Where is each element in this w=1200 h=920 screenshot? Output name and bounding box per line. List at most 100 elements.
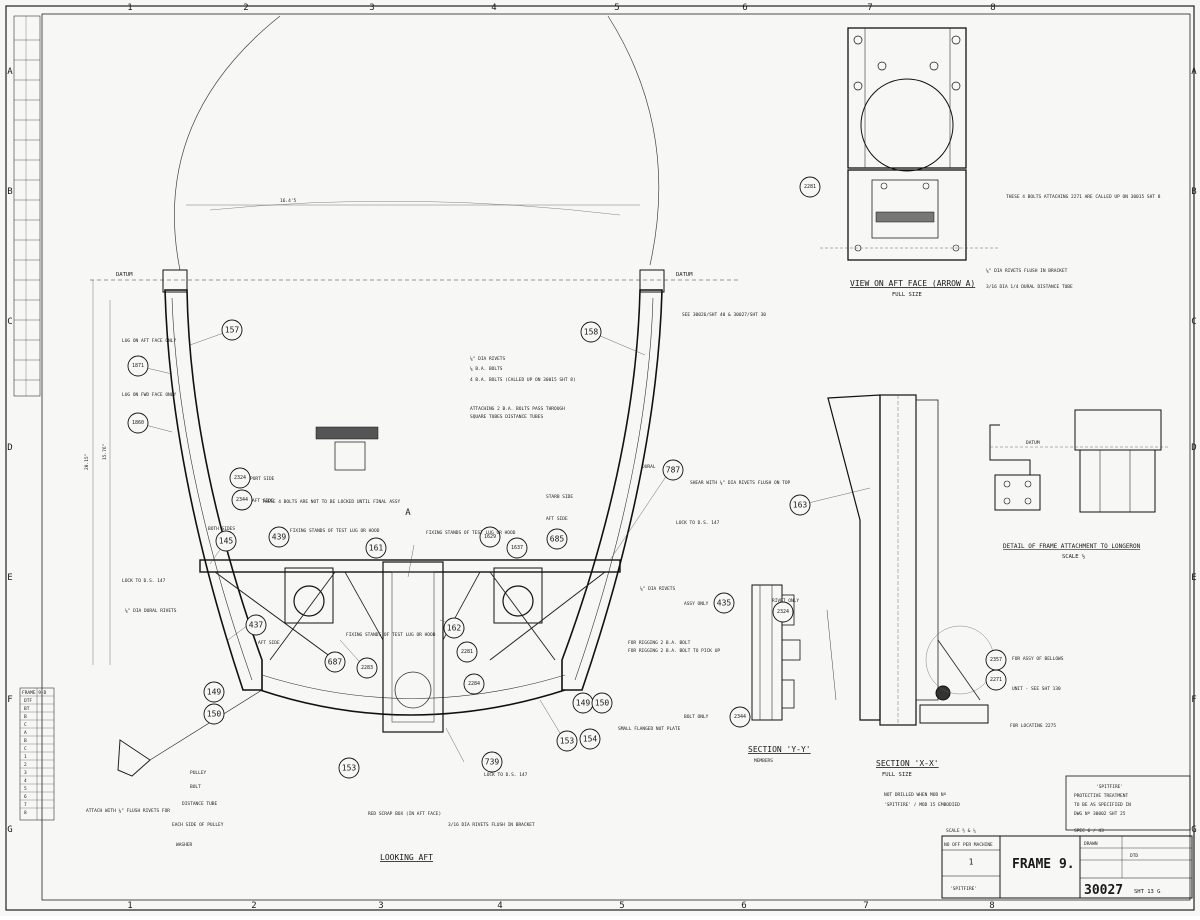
note-small-flanged: SMALL FLANGED NUT PLATE (618, 726, 681, 732)
section-yy-view (751, 584, 837, 721)
bubble-437-label: 437 (249, 621, 264, 630)
bubble-149-label: 149 (207, 688, 222, 697)
revision-row-label: BT (24, 706, 30, 712)
note-each-side-pulley: EACH SIDE OF PULLEY (172, 822, 224, 828)
bubble-2324-label: 2324 (777, 609, 789, 615)
revision-row-label: C (24, 722, 27, 728)
bubble-435 (713, 592, 735, 614)
bubble-2281v-label: 2281 (804, 184, 816, 190)
material-code: DTD (1130, 853, 1138, 859)
bubble-1637-label: 1637 (511, 545, 523, 551)
protective-note-1: 'SPITFIRE' (1096, 784, 1123, 790)
spec-ref: SPEC 6 / 43 (1074, 828, 1104, 834)
bubble-157-label: 157 (225, 326, 240, 335)
drawing-title: FRAME 9. (1012, 857, 1075, 872)
grid-col-label: 8 (989, 901, 994, 911)
revision-row-label: 5 (24, 786, 27, 792)
fuselage-arc-left (174, 15, 281, 271)
dim-width-text: 16.4'5 (280, 198, 297, 204)
note-lock-left: LOCK TO D.S. 147 (122, 578, 166, 584)
note-rivet-only: RIVET ONLY (772, 598, 799, 604)
note-these-4-bolts: THESE 4 BOLTS ARE NOT TO BE LOCKED UNTIL… (262, 499, 400, 505)
bubble-145 (215, 530, 237, 552)
top-small-bracket (315, 426, 379, 440)
bubble-2281-label: 2281 (461, 649, 473, 655)
grid-row-label: B (1191, 187, 1196, 197)
note-attaching: ATTACHING 2 B.A. BOLTS PASS THROUGH (470, 406, 565, 412)
grid-rows-left: A B C D E F G (7, 67, 13, 835)
note-square-tubes: SQUARE TUBES DISTANCE TUBES (470, 414, 543, 420)
bubble-2284-label: 2284 (468, 681, 480, 687)
brace-centre-l (344, 571, 384, 641)
part-bubbles (127, 176, 1007, 779)
revision-row-label: DTF (24, 698, 32, 704)
bubble-2271 (985, 669, 1007, 691)
note-4ba-bolts: 4 B.A. BOLTS (CALLED UP ON 30015 SHT 8) (470, 377, 576, 383)
grid-row-label: E (7, 573, 12, 583)
frame-right-arm (561, 289, 663, 691)
bubble-153 (338, 757, 360, 779)
bubble-1871-label: 1871 (132, 363, 144, 369)
detail-scale: SCALE ½ (1062, 553, 1085, 560)
note-both-sides: BOTH SIDES (208, 526, 235, 532)
note-aft-side-3: AFT SIDE (258, 640, 280, 646)
bubble-2344 (729, 706, 751, 728)
dim-height-text-2: 15.76" (102, 444, 108, 460)
grid-row-label: G (7, 825, 12, 835)
note-ba-bolts: ⅛ B.A. BOLTS (470, 365, 503, 372)
note-pulley: PULLEY (190, 770, 207, 776)
bubble-163-label: 163 (793, 501, 808, 510)
bubble-739 (481, 751, 503, 773)
bubble-2284 (463, 673, 485, 695)
bubble-153b-label: 153 (560, 737, 575, 746)
revision-row-label: 7 (24, 802, 27, 808)
grid-col-label: 1 (127, 3, 132, 13)
grid-col-label: 3 (369, 3, 374, 13)
frame-left-arm-inner (171, 297, 253, 681)
bubble-435-label: 435 (717, 599, 732, 608)
bubble-439 (268, 526, 290, 548)
note-fixing-stands-3: FIXING STANDS OF TEST LUG OR HOOD (346, 632, 436, 638)
brace-left-2 (269, 571, 336, 661)
grid-row-label: D (7, 443, 12, 453)
note-dia-rivets-right: ⅛" DIA RIVETS (640, 585, 676, 592)
bubble-685-label: 685 (550, 535, 565, 544)
grid-col-label: 4 (491, 3, 496, 13)
bubble-2324 (772, 601, 794, 623)
bubble-150b (591, 692, 613, 714)
revision-row-label: B (24, 714, 27, 720)
grid-col-label: 2 (243, 3, 248, 13)
note-distance-tube-right: 3/16 DIA 1/4 DURAL DISTANCE TUBE (986, 284, 1073, 290)
note-washer: WASHER (176, 842, 193, 848)
bubble-161-label: 161 (369, 544, 384, 553)
note-bolt: BOLT (190, 784, 201, 790)
revision-row-label: 8 (24, 810, 27, 816)
grid-row-label: E (1191, 573, 1196, 583)
bubble-2283-label: 2283 (361, 665, 373, 671)
note-dural-rivets: ⅛" DIA DURAL RIVETS (125, 607, 177, 614)
aft-face-view (820, 27, 1000, 261)
bubble-145-label: 145 (219, 537, 234, 546)
bubble-149b-label: 149 (576, 699, 591, 708)
frame-right-arm-inner (574, 297, 654, 681)
note-lug-aft: LUG ON AFT FACE ONLY (122, 338, 176, 344)
grid-rows-right: A B C D E F G (1191, 67, 1197, 835)
grid-col-label: 2 (251, 901, 256, 911)
pulley-linkage (117, 739, 151, 777)
bubble-150-label: 150 (207, 710, 222, 719)
note-fixing-stands-2: FIXING STANDS OF TEST LUG OR HOOD (426, 530, 516, 536)
bubble-787 (662, 459, 684, 481)
note-not-drilled: NOT DRILLED WHEN MOD Nº (884, 792, 947, 798)
grid-columns-top: 1 2 3 4 5 6 7 8 (127, 3, 995, 13)
left-top-lug (162, 269, 188, 293)
section-yy-title: SECTION 'Y-Y' (748, 745, 811, 754)
section-yy-sub: MEMBERS (754, 758, 773, 764)
construction-arc-mid (209, 200, 621, 216)
note-these-4-bolts-2271: THESE 4 BOLTS ATTACHING 2271 ARE CALLED … (1006, 194, 1161, 200)
brace-left (214, 571, 336, 661)
bubble-154 (579, 728, 601, 750)
note-locating: FOR LOCATING 2275 (1010, 723, 1056, 729)
brace-right-2 (489, 571, 556, 661)
centre-aperture (394, 671, 432, 709)
